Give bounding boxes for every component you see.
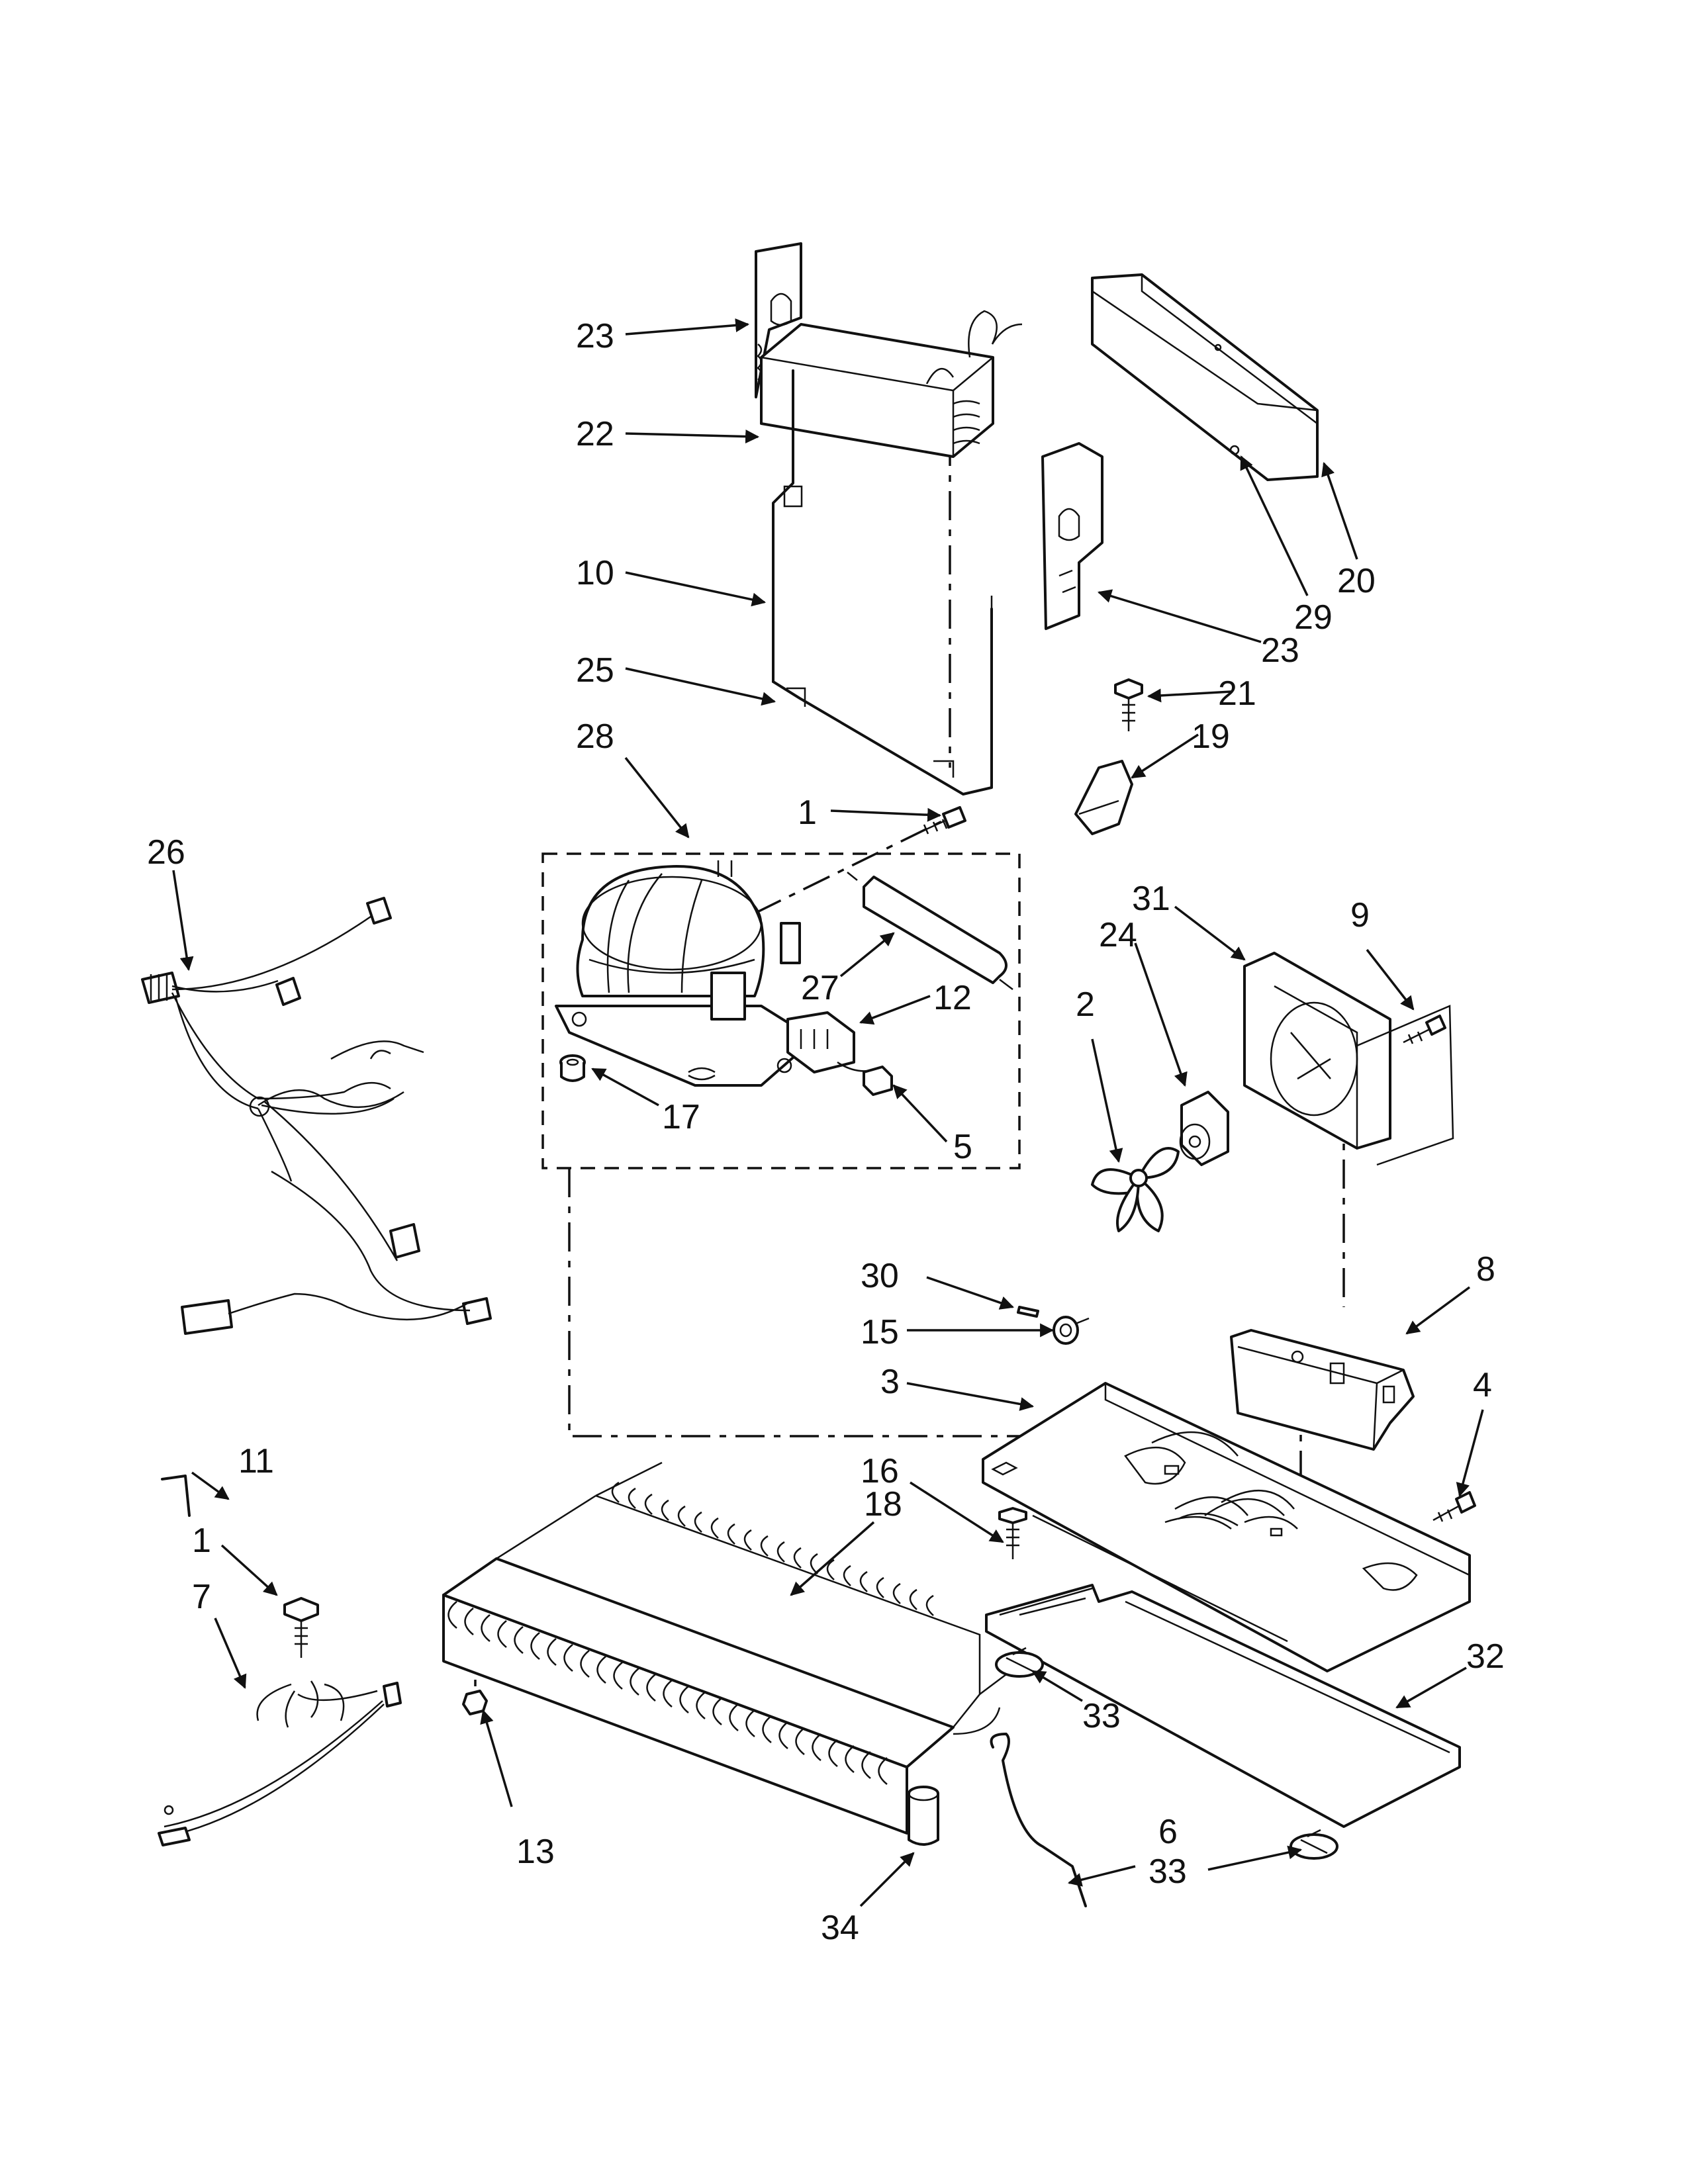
compressor: [555, 860, 816, 1087]
callout-32: 32: [1466, 1637, 1505, 1676]
evaporator-assembly: [755, 242, 1103, 796]
screw-nine: [1403, 1015, 1446, 1044]
callout-1-lower: 1: [192, 1522, 211, 1560]
wire-clip: [161, 1475, 191, 1517]
callout-23-lower: 23: [1261, 631, 1299, 670]
callout-8: 8: [1476, 1250, 1495, 1289]
callout-22: 22: [576, 415, 614, 453]
control-bracket: [1230, 1329, 1415, 1451]
drain-pan: [985, 1584, 1461, 1828]
lower-harness: [158, 1597, 402, 1846]
callout-19: 19: [1192, 717, 1230, 756]
callout-labels: 23 22 10 25 28 1 20 29 23 21 19 26 27 12…: [147, 317, 1505, 1947]
callout-24: 24: [1099, 916, 1137, 954]
wire-harness: [141, 897, 492, 1335]
callout-33-upper: 33: [1082, 1697, 1121, 1735]
base-plate: [982, 1382, 1471, 1672]
callout-16: 16: [861, 1452, 899, 1490]
callout-1-upper: 1: [798, 794, 817, 832]
condenser-coils: [447, 1481, 934, 1785]
callout-11: 11: [238, 1442, 274, 1480]
callout-10: 10: [576, 554, 614, 592]
small-parts: [1017, 1306, 1090, 1345]
fan-bracket: [1243, 952, 1454, 1166]
callout-27: 27: [801, 969, 839, 1007]
callout-30: 30: [861, 1257, 899, 1295]
clip-thirteen: [462, 1690, 488, 1715]
callout-31: 31: [1132, 880, 1170, 918]
fan-blade: [1091, 1147, 1180, 1232]
grommet: [559, 1054, 586, 1082]
callout-34: 34: [821, 1909, 859, 1947]
callout-28: 28: [576, 717, 614, 756]
screw-and-clip: [1074, 678, 1143, 835]
screw-upper: [918, 806, 966, 835]
callout-13: 13: [516, 1833, 555, 1871]
condenser: [442, 1461, 1007, 1835]
callout-29: 29: [1294, 598, 1333, 637]
callout-20: 20: [1337, 562, 1376, 600]
capacitor: [908, 1786, 939, 1846]
callout-3: 3: [880, 1363, 900, 1401]
callout-33-lower: 33: [1149, 1852, 1187, 1891]
fan-motor: [1179, 1091, 1229, 1166]
callout-12: 12: [933, 979, 972, 1017]
feet: [995, 1647, 1338, 1860]
leader-arrows: [172, 318, 1484, 1907]
callout-15: 15: [861, 1313, 899, 1351]
callout-2: 2: [1076, 985, 1095, 1024]
callout-25: 25: [576, 651, 614, 690]
drier: [847, 872, 1013, 990]
screw-four: [1432, 1491, 1476, 1522]
callout-5: 5: [953, 1128, 972, 1166]
callout-17: 17: [662, 1098, 700, 1136]
duct-part: [1091, 273, 1319, 481]
screw-sixteen: [998, 1507, 1027, 1559]
callout-21: 21: [1218, 674, 1256, 713]
callout-7: 7: [192, 1578, 211, 1616]
drain-tube: [990, 1733, 1087, 1907]
callout-6: 6: [1158, 1813, 1178, 1851]
callout-26: 26: [147, 833, 185, 872]
compressor-kit-box: [541, 852, 1021, 1169]
callout-23-upper: 23: [576, 317, 614, 355]
callout-9: 9: [1350, 896, 1370, 934]
callout-4: 4: [1473, 1366, 1492, 1404]
relay-and-overload: [786, 1011, 893, 1096]
callout-18: 18: [864, 1485, 902, 1524]
